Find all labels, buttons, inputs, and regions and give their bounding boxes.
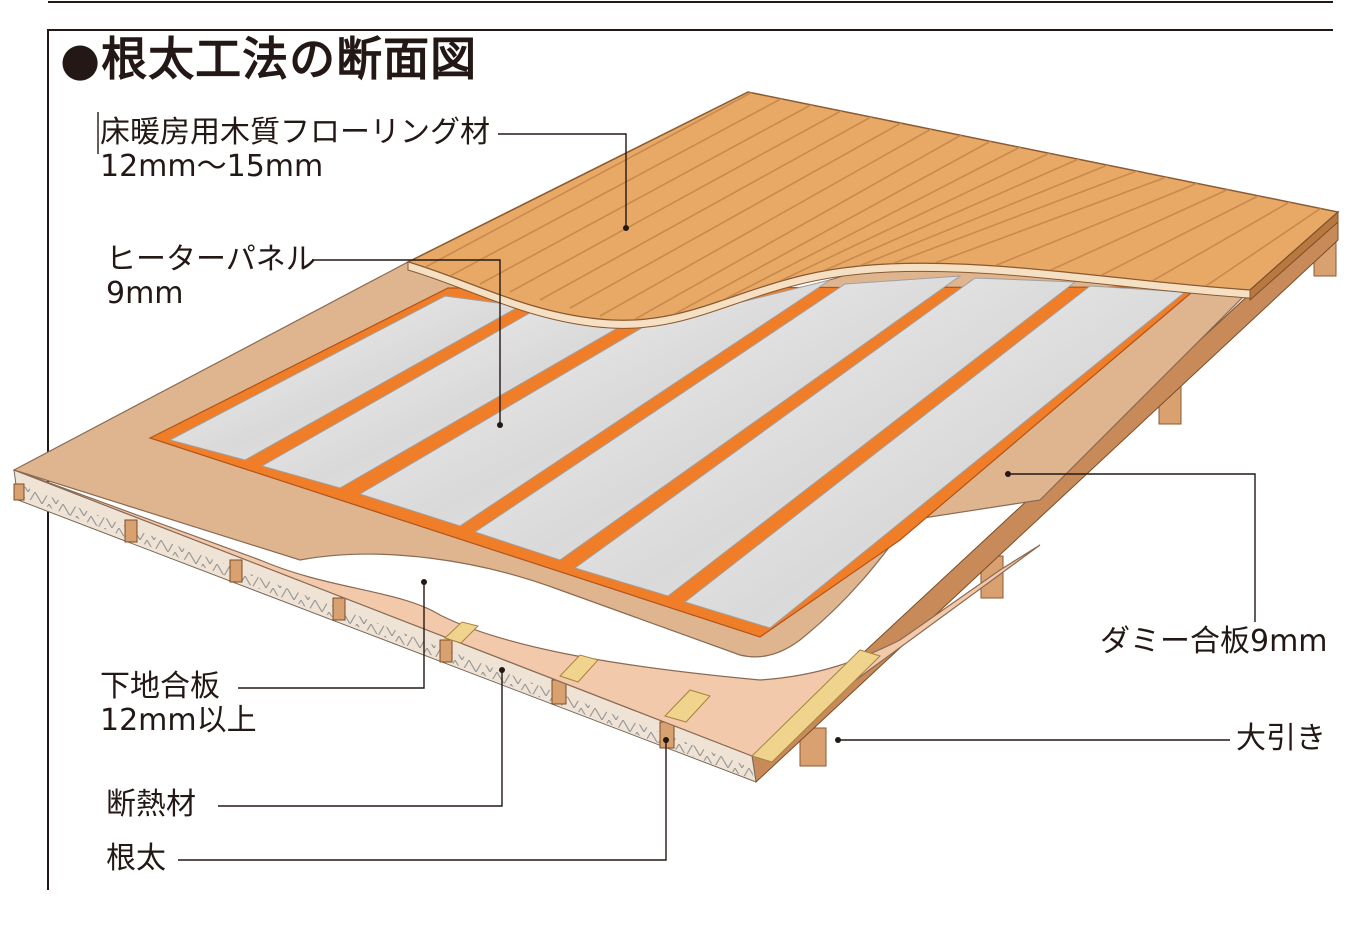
- label-flooring-size: 12mm〜15mm: [100, 148, 324, 184]
- frame-border: [47, 29, 1333, 890]
- label-joist: 根太: [106, 842, 166, 876]
- joists-front: [13, 483, 675, 749]
- joist-tops: [444, 621, 881, 763]
- label-joist-name: 根太: [106, 841, 166, 876]
- label-base-plywood-size: 12mm以上: [100, 702, 257, 738]
- label-flooring-name: 床暖房用木質フローリング材: [100, 115, 490, 150]
- leader-lines: [178, 133, 1256, 861]
- leader-dots: [421, 225, 1011, 743]
- diagram-title: ●根太工法の断面図: [60, 32, 478, 86]
- label-heater-panel-name: ヒーターパネル: [106, 242, 316, 277]
- flooring-curl-edge: [407, 261, 1251, 329]
- label-base-plywood: 下地合板 12mm以上: [100, 670, 257, 737]
- flooring-grain: [419, 92, 1331, 321]
- label-base-plywood-name: 下地合板: [100, 669, 220, 704]
- label-flooring: 床暖房用木質フローリング材 12mm〜15mm: [100, 116, 490, 183]
- label-insulation: 断熱材: [106, 788, 196, 822]
- label-girder-name: 大引き: [1236, 721, 1326, 756]
- insulation-pattern: [20, 485, 754, 780]
- label-heater-panel: ヒーターパネル 9mm: [106, 243, 316, 310]
- label-heater-panel-size: 9mm: [106, 275, 184, 311]
- label-dummy-plywood-name: ダミー合板9mm: [1100, 624, 1328, 659]
- label-insulation-name: 断熱材: [106, 787, 196, 822]
- label-dummy-plywood: ダミー合板9mm: [1100, 625, 1328, 659]
- heater-panels: [168, 275, 1187, 629]
- flooring-edge: [1249, 210, 1339, 302]
- label-girder: 大引き: [1236, 722, 1326, 756]
